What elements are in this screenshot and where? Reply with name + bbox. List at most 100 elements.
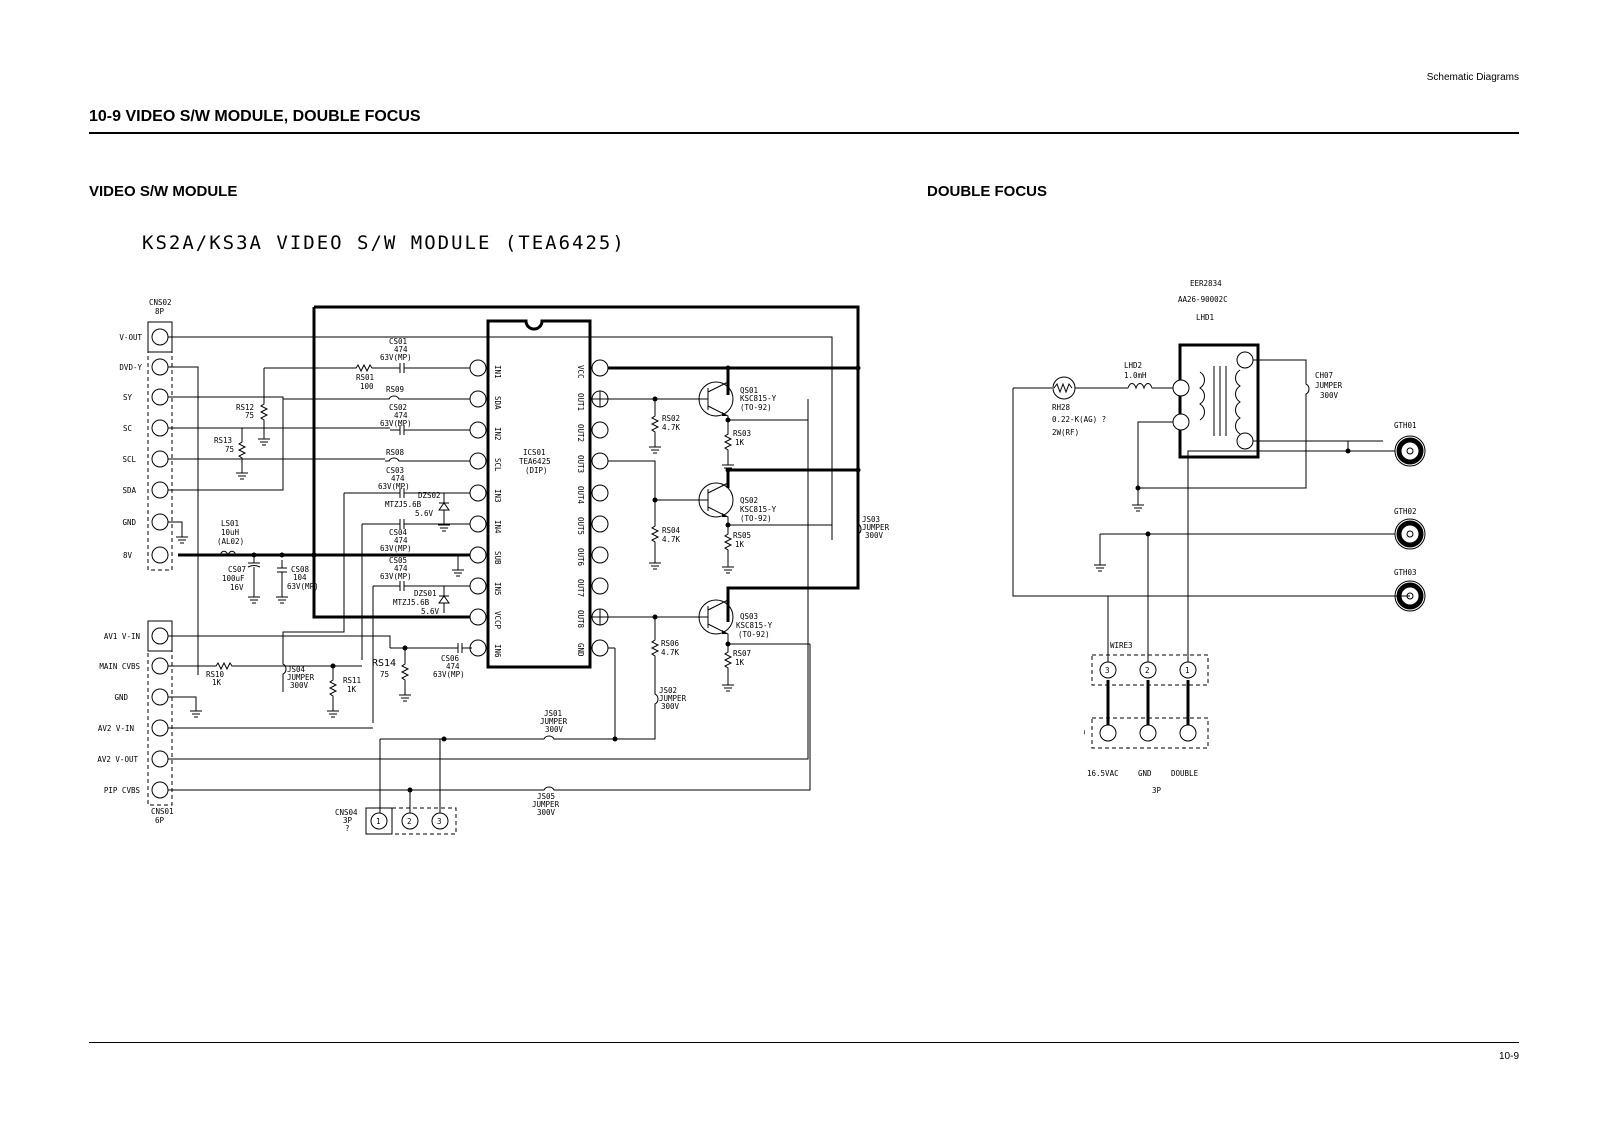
- cs07-value: 100uF: [222, 574, 245, 583]
- cs07-ref: CS07: [228, 565, 246, 574]
- cns02-label-8: 8V: [123, 551, 133, 560]
- cns04-ref: CNS04: [335, 808, 358, 817]
- cs08-ref: CS08: [291, 565, 310, 574]
- wire-side-mark: ~: [1080, 730, 1089, 735]
- gth03-terminal: [1394, 580, 1426, 612]
- gth02-label: GTH02: [1394, 507, 1417, 516]
- cns04-pin-2: 2: [407, 817, 412, 826]
- cs03-value: 474: [391, 474, 405, 483]
- js03-rating: 300V: [865, 531, 884, 540]
- rs10-ref: RS10: [206, 670, 225, 679]
- cns01-label-5: AV2 V-OUT: [97, 755, 138, 764]
- rs13-ref: RS13: [214, 436, 232, 445]
- ls01-value: 10uH: [221, 528, 240, 537]
- dzs01-voltage: 5.6V: [421, 607, 440, 616]
- qs01-ref: QS01: [740, 386, 758, 395]
- ic-body: [486, 319, 592, 669]
- wire-pin-3: 3: [1105, 666, 1110, 675]
- rs04-ref: RS04: [662, 526, 681, 535]
- gth03-label: GTH03: [1394, 568, 1417, 577]
- lhd1-part: AA26-90002C: [1178, 295, 1228, 304]
- section-title-double-focus: DOUBLE FOCUS: [927, 183, 1047, 200]
- ic-pin-out3: OUT3: [576, 455, 585, 473]
- cs03-rating: 63V(MP): [378, 482, 410, 491]
- qs02-ref: QS02: [740, 496, 758, 505]
- js01-ref: JS01: [544, 709, 562, 718]
- qs01-part: KSC815-Y: [740, 394, 777, 403]
- lhd1-transformer: [1178, 343, 1260, 459]
- cns02-label-5: SCL: [122, 455, 136, 464]
- rs08-ref: RS08: [386, 448, 405, 457]
- cs04-value: 474: [394, 536, 408, 545]
- ls01-ref: LS01: [221, 519, 239, 528]
- cs08-value: 104: [293, 573, 307, 582]
- cns02-pins: 8P: [155, 307, 165, 316]
- cns01-ref: CNS01: [151, 807, 174, 816]
- wire-pin-2: 2: [1145, 666, 1150, 675]
- cs02-ref: CS02: [389, 403, 407, 412]
- gth01-label: GTH01: [1394, 421, 1417, 430]
- cns01-label-4: AV2 V-IN: [98, 724, 134, 733]
- ls01-code: (AL02): [217, 537, 244, 546]
- bottom-label-double: DOUBLE: [1171, 769, 1199, 778]
- cs06-rating: 63V(MP): [433, 670, 465, 679]
- rs09-ref: RS09: [386, 385, 404, 394]
- rs10-value: 1K: [212, 678, 222, 687]
- ic-pin-out6: OUT6: [576, 548, 585, 567]
- page-number: 10-9: [1498, 1051, 1519, 1062]
- ic-pin-in4: IN4: [493, 520, 502, 534]
- js05-type: JUMPER: [532, 800, 560, 809]
- ic-pin-out2: OUT2: [576, 424, 585, 442]
- page-title: 10-9 VIDEO S/W MODULE, DOUBLE FOCUS: [89, 108, 421, 125]
- cs02-rating: 63V(MP): [380, 419, 412, 428]
- qs01-package: (TO-92): [740, 403, 772, 412]
- cs01-rating: 63V(MP): [380, 353, 412, 362]
- rs05-ref: RS05: [733, 531, 751, 540]
- qs03-package: (TO-92): [738, 630, 770, 639]
- gth02-terminal: [1394, 518, 1426, 550]
- wire-label: WIRE3: [1110, 641, 1133, 650]
- js04-ref: JS04: [287, 665, 306, 674]
- rs04-value: 4.7K: [662, 535, 681, 544]
- cs01-value: 474: [394, 345, 408, 354]
- cs07-rating: 16V: [230, 583, 244, 592]
- dzs01-ref: DZS01: [414, 589, 437, 598]
- cns04-pin1-box: [365, 807, 393, 835]
- ic-pin-in5: IN5: [493, 582, 502, 596]
- lhd1-code: EER2834: [1190, 279, 1222, 288]
- ic-pin-out5: OUT5: [576, 517, 585, 535]
- rs07-value: 1K: [735, 658, 745, 667]
- ch07-type: JUMPER: [1315, 381, 1343, 390]
- cs01-ref: CS01: [389, 337, 407, 346]
- dzs01-part: MTZJ5.6B: [393, 598, 430, 607]
- dzs02-voltage: 5.6V: [415, 509, 434, 518]
- lhd1-ref: LHD1: [1196, 313, 1214, 322]
- cns02-label-4: SC: [123, 424, 132, 433]
- js02-ref: JS02: [659, 686, 677, 695]
- lhd2-value: 1.0mH: [1124, 371, 1147, 380]
- js03-ref: JS03: [862, 515, 880, 524]
- qs03-symbol: [698, 599, 734, 635]
- ic-pin-in1: IN1: [493, 365, 502, 379]
- dzs02-ref: DZS02: [418, 491, 441, 500]
- cns02-label-3: SY: [123, 393, 133, 402]
- module-title: KS2A/KS3A VIDEO S/W MODULE (TEA6425): [142, 232, 626, 254]
- rs01-value: 100: [360, 382, 374, 391]
- bottom-label-16-5vac: 16.5VAC: [1087, 769, 1119, 778]
- ch07-rating: 300V: [1320, 391, 1339, 400]
- js05-rating: 300V: [537, 808, 556, 817]
- rh28-rating: 2W(RF): [1052, 428, 1079, 437]
- qs02-package: (TO-92): [740, 514, 772, 523]
- rh28-ref: RH28: [1052, 403, 1071, 412]
- cns02-ref: CNS02: [149, 298, 172, 307]
- ic-pin-vccp: VCCP: [493, 611, 502, 630]
- qs03-part: KSC815-Y: [736, 621, 773, 630]
- js02-rating: 300V: [661, 702, 680, 711]
- rs11-ref: RS11: [343, 676, 361, 685]
- section-title-video-module: VIDEO S/W MODULE: [89, 183, 238, 200]
- rs07-ref: RS07: [733, 649, 751, 658]
- cns01-label-3: GND: [114, 693, 128, 702]
- rs03-ref: RS03: [733, 429, 751, 438]
- rs11-value: 1K: [347, 685, 357, 694]
